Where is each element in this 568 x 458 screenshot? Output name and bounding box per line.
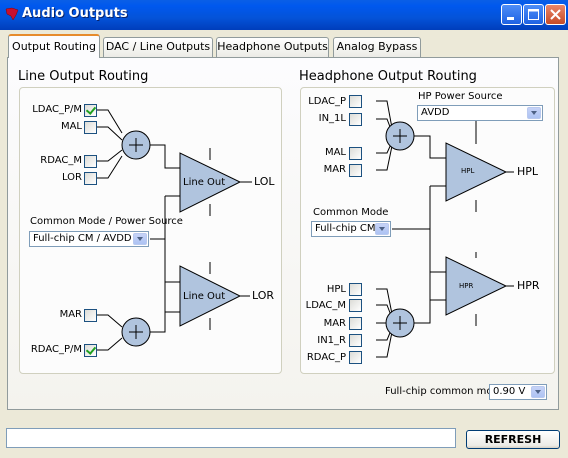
checkbox-hp-mal[interactable] [349,147,362,160]
line-input-label: MAR [59,309,82,320]
hp-input-label: MAR [323,318,346,329]
close-button[interactable] [545,4,566,25]
checkbox-hp-rdac-p[interactable] [349,351,362,364]
hp-amp-bottom-label: HPR [459,282,474,290]
close-icon [550,9,561,20]
tab-headphone-outputs[interactable]: Headphone Outputs [216,37,329,57]
checkbox-hp-ldac-m[interactable] [349,299,362,312]
checkbox-line-rdac-m[interactable] [84,155,97,168]
refresh-button[interactable]: REFRESH [466,430,560,449]
hp-out-right-label: HPR [517,279,540,292]
line-amp-bottom [179,265,242,327]
line-routing-group [19,87,282,374]
hp-input-label: IN_1L [318,113,346,124]
line-mixer-bottom [121,317,151,347]
line-mixer-top [121,130,151,160]
hp-input-label: MAR [323,164,346,175]
hp-amp-bottom [445,256,508,316]
checkbox-line-lor[interactable] [84,172,97,185]
chevron-down-icon [375,223,389,235]
hp-mixer-bottom [385,308,415,338]
tab-dac-line-outputs[interactable]: DAC / Line Outputs [103,37,213,57]
line-routing-heading: Line Output Routing [18,69,149,84]
line-cm-label: Common Mode / Power Source [30,216,183,227]
hp-routing-heading: Headphone Output Routing [299,69,477,84]
hp-amp-top [445,142,508,202]
checkbox-line-mal[interactable] [84,121,97,134]
line-out-right-label: LOR [252,289,275,302]
line-amp-top-label: Line Out [183,177,226,188]
fullchip-cm-select[interactable]: 0.90 V [489,384,547,400]
hp-input-label: MAL [324,147,346,158]
line-amp-top [179,152,242,213]
hp-cm-value: Full-chip CM [315,223,376,234]
checkbox-line-rdac-pm[interactable] [84,344,97,357]
checkbox-line-mar[interactable] [84,309,97,322]
line-cm-select[interactable]: Full-chip CM / AVDD [29,231,149,247]
hp-power-value: AVDD [421,107,450,118]
minimize-button[interactable] [501,4,522,25]
line-input-label: LDAC_P/M [32,104,82,115]
line-wires [97,109,252,351]
checkbox-hp-hpl[interactable] [349,283,362,296]
fullchip-cm-value: 0.90 V [493,386,526,397]
maximize-icon [528,9,539,20]
checkbox-hp-mar[interactable] [349,164,362,177]
tab-analog-bypass[interactable]: Analog Bypass [333,37,421,57]
hp-cm-select[interactable]: Full-chip CM [311,221,391,237]
chevron-down-icon [133,233,147,245]
hp-input-label: LDAC_P [308,96,346,107]
hp-input-label: LDAC_M [305,300,346,311]
line-input-label: RDAC_M [40,155,82,166]
hp-power-label: HP Power Source [418,91,503,102]
ti-logo-icon [5,7,19,21]
chevron-down-icon [531,386,545,398]
minimize-icon [507,17,514,20]
hp-input-label: IN1_R [317,335,346,346]
line-amp-bottom-label: Line Out [183,291,226,302]
title-bar[interactable]: Audio Outputs [0,0,568,30]
hp-mixer-top [385,121,415,151]
hp-cm-label: Common Mode [313,207,389,218]
hp-out-left-label: HPL [517,165,539,178]
tab-output-routing[interactable]: Output Routing [8,34,100,58]
line-cm-value: Full-chip CM / AVDD [33,233,132,244]
status-field[interactable] [6,428,456,448]
chevron-down-icon [527,107,541,119]
checkbox-hp-in1r[interactable] [349,334,362,347]
line-input-label: MAL [60,121,82,132]
checkbox-line-ldac-pm[interactable] [84,104,97,117]
line-input-label: LOR [61,172,82,183]
maximize-button[interactable] [523,4,544,25]
hp-amp-top-label: HPL [461,167,475,175]
hp-power-select[interactable]: AVDD [417,105,543,121]
hp-input-label: RDAC_P [306,352,346,363]
hp-input-label: HPL [326,284,346,295]
checkbox-hp-ldac-p[interactable] [349,95,362,108]
fullchip-cm-label: Full-chip common mode: [385,386,509,397]
checkbox-hp-mar-bottom[interactable] [349,317,362,330]
checkbox-hp-in1l[interactable] [349,113,362,126]
line-out-left-label: LOL [254,175,275,188]
window-title: Audio Outputs [22,6,128,21]
line-input-label: RDAC_P/M [30,344,82,355]
